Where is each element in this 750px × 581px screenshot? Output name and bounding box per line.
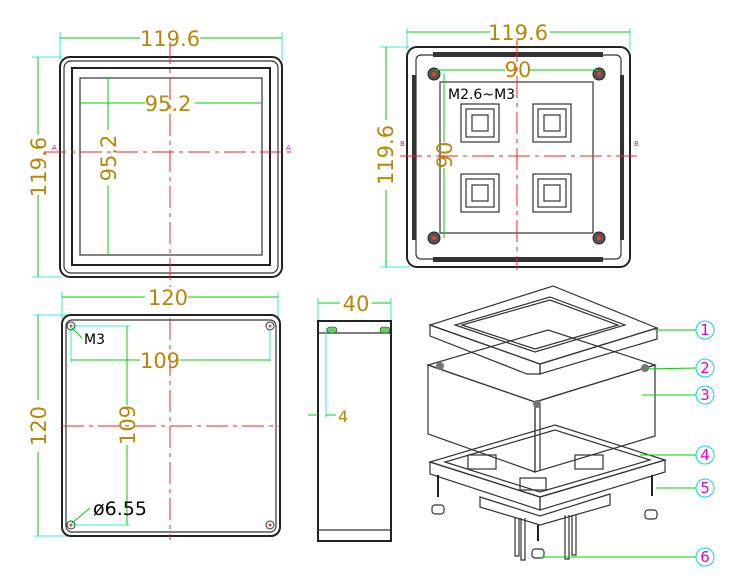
svg-text:2: 2 <box>700 359 710 377</box>
diameter-note: ø6.55 <box>93 498 147 520</box>
hole-spacing-h-dim: 90 <box>505 58 532 82</box>
top-window <box>79 77 263 256</box>
lid <box>428 285 659 375</box>
switch-socket <box>532 103 572 143</box>
svg-text:3: 3 <box>700 386 710 404</box>
svg-text:5: 5 <box>700 479 710 497</box>
switch-socket <box>460 103 500 143</box>
window-width-dim: 95.2 <box>145 92 192 116</box>
bottom-height-dim: 119.6 <box>374 125 398 185</box>
top-frame-outline <box>59 56 283 278</box>
svg-text:1: 1 <box>700 321 710 339</box>
mount-hole <box>265 520 275 530</box>
balloon-6: 6 <box>695 547 715 567</box>
balloon-2: 2 <box>695 358 715 378</box>
thread-note: M3 <box>84 332 105 348</box>
offset-dim: 4 <box>338 407 348 426</box>
balloon-5: 5 <box>695 478 715 498</box>
screw-hole <box>427 231 441 245</box>
switch-socket <box>460 173 500 213</box>
balloon-4: 4 <box>695 445 715 465</box>
section-mark-a-right: A <box>286 144 291 152</box>
terminal-pins <box>514 515 577 561</box>
top-view: 119.6 119.6 95.2 95.2 A A <box>27 27 292 287</box>
base-height-dim: 120 <box>27 406 51 446</box>
side-view: 40 4 <box>308 292 392 542</box>
section-mark-a-left: A <box>52 144 57 152</box>
screw-hole <box>592 67 606 81</box>
screw-hole <box>427 67 441 81</box>
hole-spacing-v-dim: 90 <box>433 142 457 169</box>
screw-note: M2.6~M3 <box>448 87 515 103</box>
section-mark-b-right: B <box>634 140 639 148</box>
balloon-1: 1 <box>695 320 715 340</box>
bottom-view: 119.6 119.6 90 90 M2.6~M3 B B <box>374 21 639 270</box>
depth-dim: 40 <box>343 292 370 316</box>
switch-socket <box>532 173 572 213</box>
window-height-dim: 95.2 <box>97 135 121 182</box>
screw <box>644 475 658 520</box>
balloon-3: 3 <box>695 385 715 405</box>
section-mark-b-left: B <box>400 140 405 148</box>
housing-body <box>426 329 657 473</box>
exploded-view: 1 2 3 4 5 6 <box>426 285 715 567</box>
screw-hole <box>592 231 606 245</box>
svg-text:4: 4 <box>700 446 710 464</box>
base-width-dim: 120 <box>148 286 188 310</box>
screw <box>431 475 445 515</box>
svg-text:6: 6 <box>700 548 710 566</box>
bottom-width-dim: 119.6 <box>488 21 548 45</box>
hole-spacing-v-dim: 109 <box>116 405 140 445</box>
base-view: 120 120 109 109 M3 ø6.55 <box>27 286 281 540</box>
side-outline <box>317 320 392 542</box>
screw <box>531 525 545 559</box>
base-plate <box>427 424 668 526</box>
bottom-frame-outline <box>406 46 631 268</box>
top-width-dim: 119.6 <box>140 27 200 51</box>
top-height-dim: 119.6 <box>27 137 51 197</box>
hole-spacing-h-dim: 109 <box>140 349 180 373</box>
